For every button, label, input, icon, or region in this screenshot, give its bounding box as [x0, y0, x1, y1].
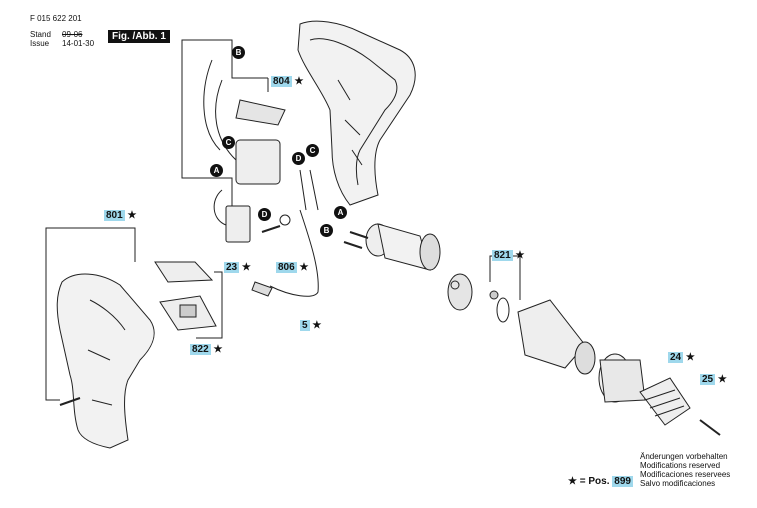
- issue-value: 14-01-30: [62, 39, 95, 48]
- note-en: Modifications reserved: [640, 461, 721, 470]
- legend-pos: ★ = Pos. 899: [568, 476, 633, 487]
- callout-c-cord: C: [306, 144, 319, 157]
- part-label-822: 822 ★: [190, 344, 223, 355]
- stand-value: 09-06: [62, 30, 83, 39]
- part-label-5: 5 ★: [300, 320, 322, 331]
- callout-a-motor: A: [334, 206, 347, 219]
- callout-d-cord: D: [292, 152, 305, 165]
- part-label-804: 804 ★: [271, 76, 304, 87]
- callout-d-clamp: D: [258, 208, 271, 221]
- figure-label: Fig. /Abb. 1: [108, 30, 170, 43]
- part-label-25: 25 ★: [700, 374, 727, 385]
- callout-a-left: A: [210, 164, 223, 177]
- callout-b-motor: B: [320, 224, 333, 237]
- part-label-806: 806 ★: [276, 262, 309, 273]
- note-fr: Modificaciones reservees: [640, 470, 731, 479]
- part-label-801: 801 ★: [104, 210, 137, 221]
- note-es: Salvo modificaciones: [640, 479, 716, 488]
- part-label-24: 24 ★: [668, 352, 695, 363]
- part-label-821: 821 ★: [492, 250, 525, 261]
- callout-b-top: B: [232, 46, 245, 59]
- part-label-23: 23 ★: [224, 262, 251, 273]
- stand-label: Stand: [30, 30, 51, 39]
- issue-label: Issue: [30, 39, 50, 48]
- modification-notes: Änderungen vorbehalten Modifications res…: [640, 452, 730, 488]
- callout-c-left: C: [222, 136, 235, 149]
- doc-number: F 015 622 201: [30, 14, 82, 23]
- note-de: Änderungen vorbehalten: [640, 452, 728, 461]
